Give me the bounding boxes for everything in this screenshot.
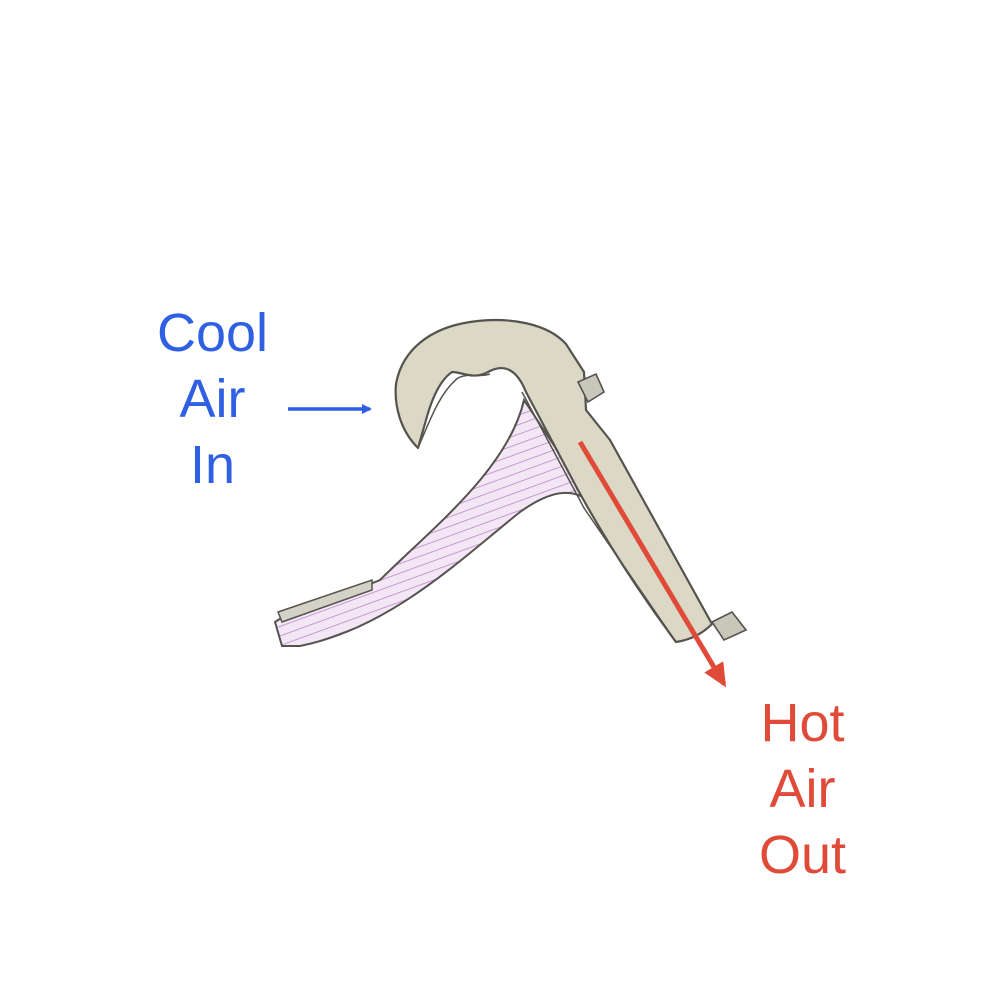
cool-label-line-3: In [189,435,236,495]
lower-mounting-tab [710,610,748,642]
hot-label-line-2: Air [769,759,836,819]
hot-label-line-1: Hot [760,693,845,753]
cool-label-line-2: Air [179,369,246,429]
upper-mounting-tab [576,372,606,404]
cool-air-in-label: Cool Air In [130,300,295,498]
hook-inner-lip [417,373,491,449]
leg-inner-wall [521,391,677,643]
arrow-down-right-icon [577,440,727,688]
hot-air-out-label: Hot Air Out [720,690,885,888]
hatched-support-web [273,397,595,647]
cool-label-line-1: Cool [156,303,269,363]
hot-label-line-3: Out [758,825,847,885]
lower-tip-strip [277,578,373,623]
